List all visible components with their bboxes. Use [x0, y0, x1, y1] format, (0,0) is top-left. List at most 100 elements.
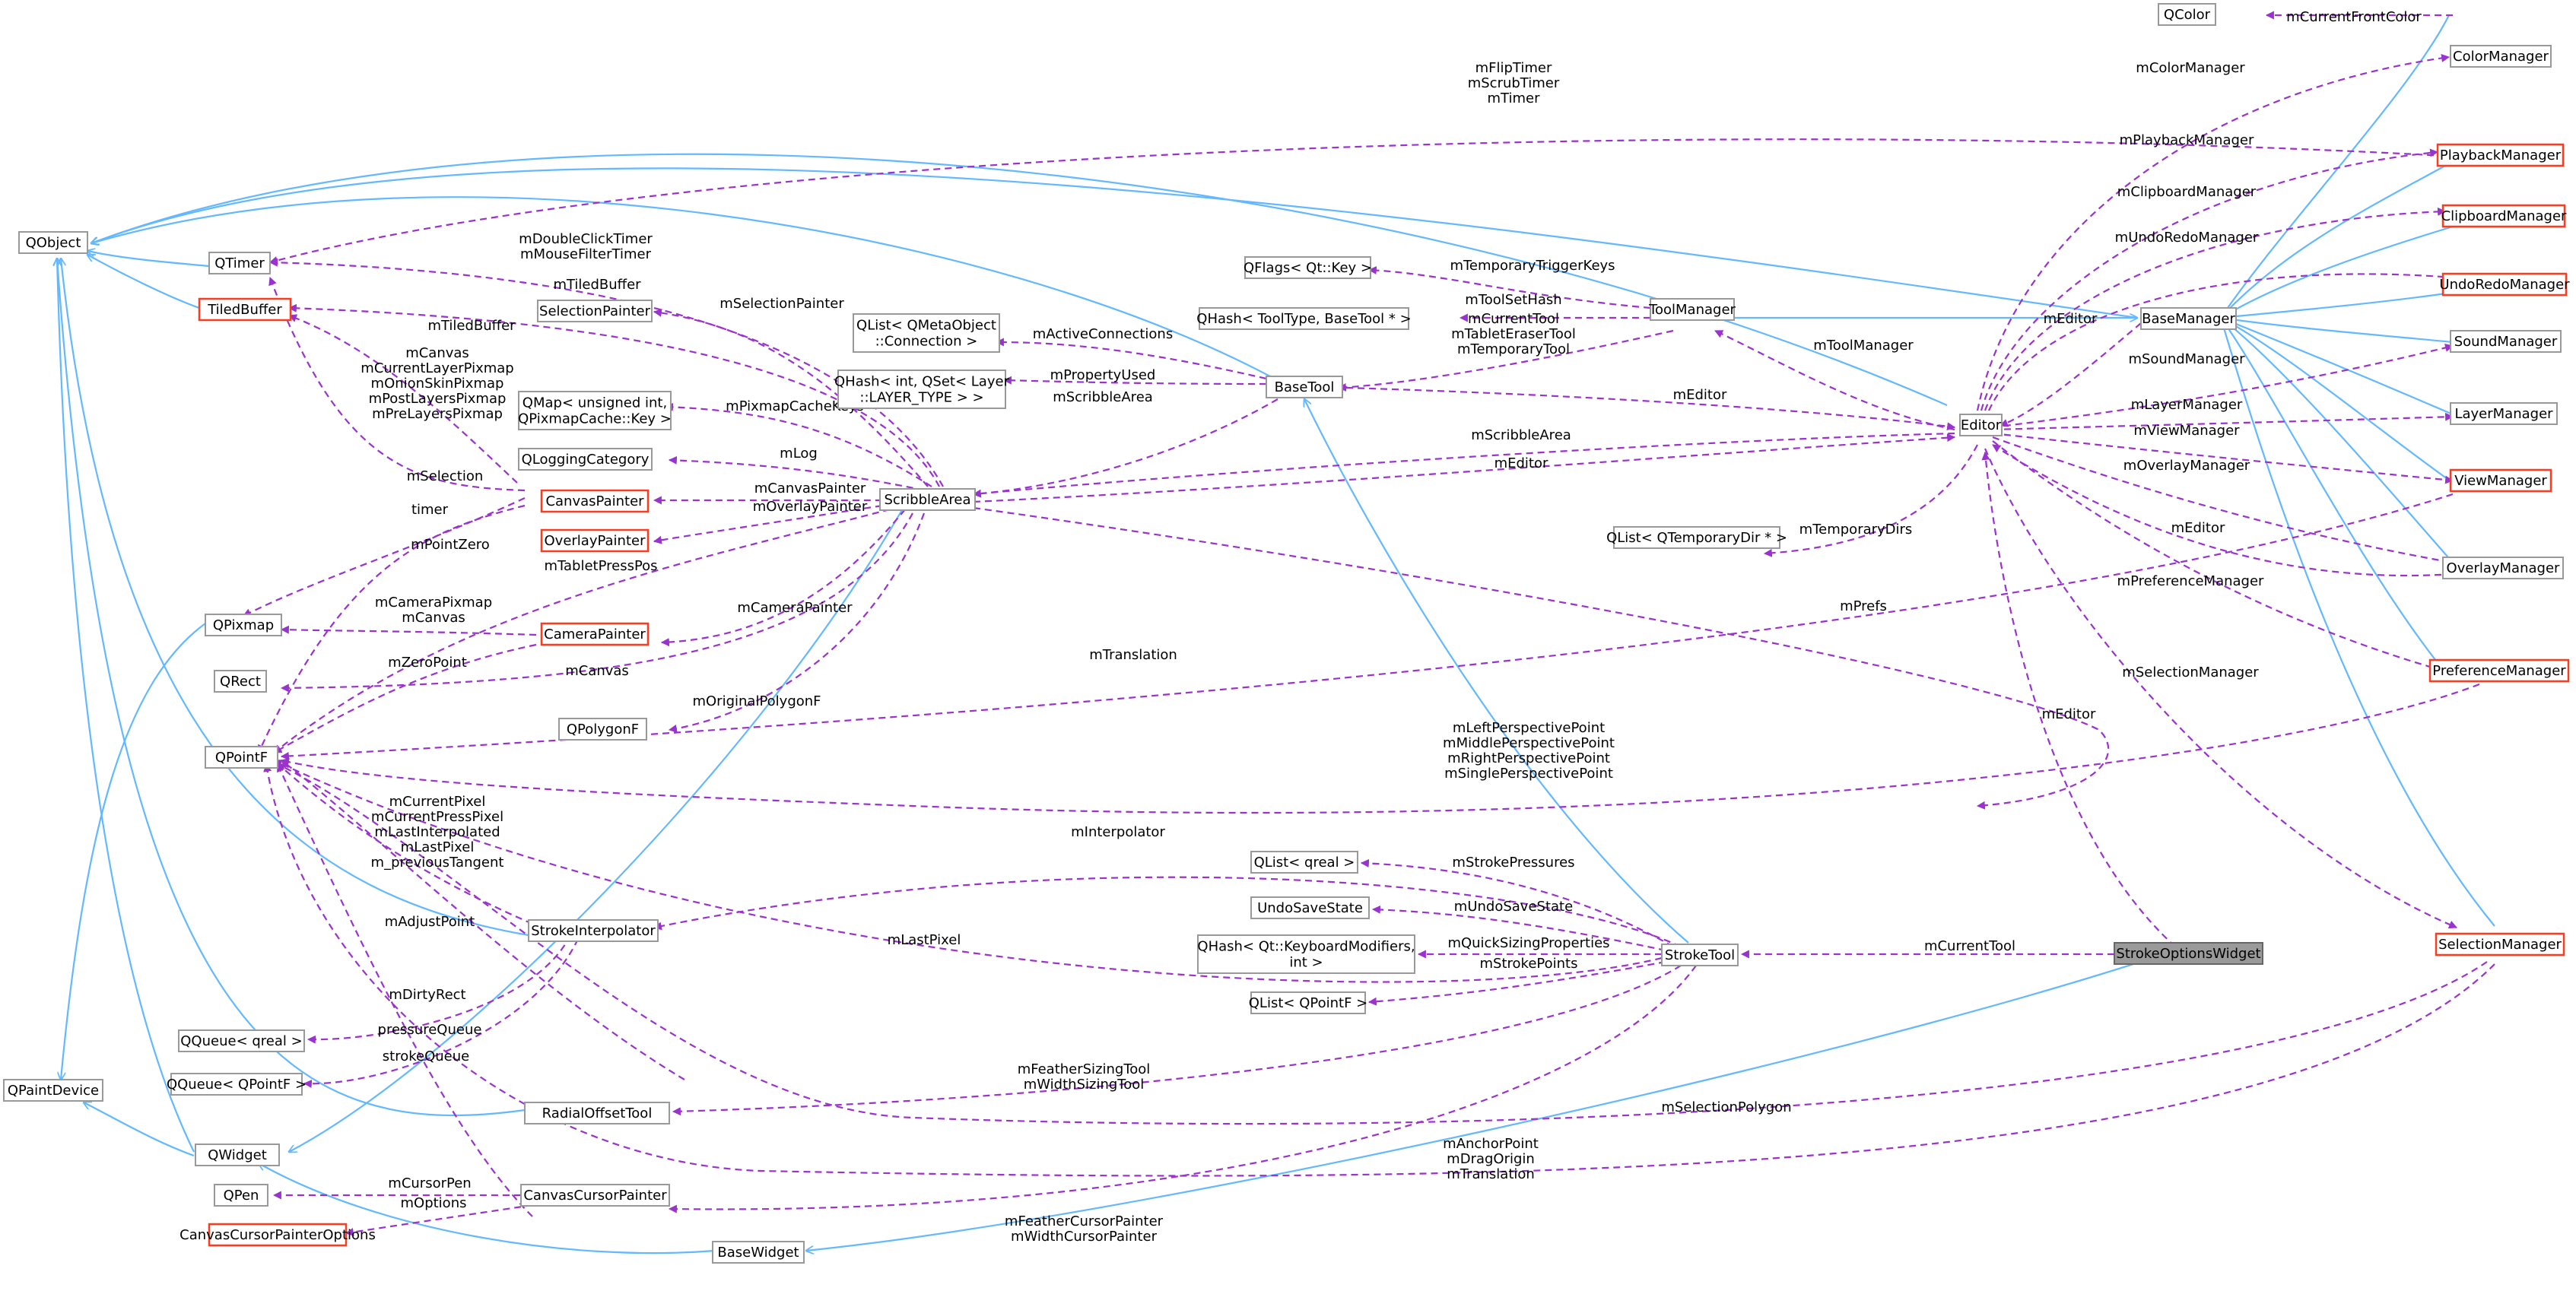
edge-label-line: mPreferenceManager — [2117, 573, 2265, 589]
node-qobject[interactable]: QObject — [18, 231, 88, 254]
edge-label-m-point-zero: mPointZero — [411, 537, 490, 553]
edge-label-pressure-queue: pressureQueue — [378, 1022, 482, 1038]
edge-label-line: mDirtyRect — [389, 987, 465, 1003]
node-canvas-painter[interactable]: CanvasPainter — [540, 489, 650, 513]
edge-playbackmanager-qtimer — [268, 138, 2446, 265]
edge-label-line: mSelection — [407, 468, 484, 484]
node-base-widget[interactable]: BaseWidget — [712, 1241, 805, 1264]
edge-label-line: mEditor — [2042, 706, 2096, 722]
edge-editor-scribblearea — [972, 432, 1955, 498]
node-qrect[interactable]: QRect — [214, 670, 267, 693]
node-color-manager[interactable]: ColorManager — [2450, 45, 2552, 68]
node-qpaint-device[interactable]: QPaintDevice — [3, 1079, 103, 1102]
node-label: QColor — [2164, 7, 2211, 23]
edge-label-m-editor-bm: mEditor — [2044, 311, 2098, 327]
node-radial-offset-tool[interactable]: RadialOffsetTool — [524, 1102, 670, 1124]
node-qhash-keyboard[interactable]: QHash< Qt::KeyboardModifiers,int > — [1197, 934, 1415, 974]
node-qwidget[interactable]: QWidget — [195, 1144, 280, 1166]
node-editor[interactable]: Editor — [1959, 414, 2003, 436]
edge-editor-preferencemanager — [1992, 440, 2439, 671]
node-qlist-qpoint-f[interactable]: QList< QPointF > — [1249, 991, 1367, 1014]
node-label: QPointF — [215, 750, 268, 766]
node-stroke-options-widget[interactable]: StrokeOptionsWidget — [2114, 942, 2263, 965]
node-stroke-interpolator[interactable]: StrokeInterpolator — [528, 919, 659, 942]
edge-label-line: mSelectionPolygon — [1661, 1099, 1791, 1115]
node-canvas-cursor-painter[interactable]: CanvasCursorPainter — [520, 1184, 670, 1207]
edge-label-m-editor-om: mEditor — [2171, 520, 2225, 536]
node-canvas-cursor-painter-options[interactable]: CanvasCursorPainterOptions — [179, 1223, 376, 1247]
node-selection-manager[interactable]: SelectionManager — [2435, 932, 2565, 956]
node-undo-redo-manager[interactable]: UndoRedoManager — [2439, 272, 2570, 297]
edge-label-line: mViewManager — [2133, 423, 2240, 439]
node-base-manager[interactable]: BaseManager — [2140, 307, 2237, 330]
node-box — [2449, 468, 2552, 493]
node-qhash-tool-type[interactable]: QHash< ToolType, BaseTool * > — [1196, 307, 1412, 330]
node-qtimer[interactable]: QTimer — [208, 252, 271, 274]
node-label: RadialOffsetTool — [542, 1105, 653, 1121]
node-overlay-painter[interactable]: OverlayPainter — [540, 528, 650, 553]
node-scribble-area[interactable]: ScribbleArea — [879, 488, 976, 511]
node-qpen[interactable]: QPen — [214, 1184, 268, 1207]
edge-qtimer-qobject — [87, 251, 210, 268]
node-overlay-manager[interactable]: OverlayManager — [2442, 557, 2564, 579]
edge-label-m-camera-painter: mCameraPainter — [737, 600, 853, 616]
node-base-tool[interactable]: BaseTool — [1266, 376, 1343, 398]
node-camera-painter[interactable]: CameraPainter — [540, 622, 650, 646]
node-label: QPixmapCache::Key > — [518, 411, 672, 427]
edge-camerapainter-qpointf — [273, 643, 537, 753]
edge-label-line: mLog — [780, 446, 818, 462]
node-qcolor[interactable]: QColor — [2158, 3, 2216, 26]
node-tool-manager[interactable]: ToolManager — [1648, 298, 1736, 321]
node-box — [1199, 307, 1409, 330]
node-view-manager[interactable]: ViewManager — [2449, 468, 2552, 493]
node-label: SoundManager — [2454, 334, 2558, 350]
node-selection-painter[interactable]: SelectionPainter — [537, 300, 653, 322]
edge-label-line: mClipboardManager — [2117, 184, 2257, 200]
node-qqueue-qreal[interactable]: QQueue< qreal > — [178, 1029, 305, 1052]
node-qlist-qreal[interactable]: QList< qreal > — [1250, 851, 1358, 874]
node-label: ScribbleArea — [884, 492, 970, 508]
node-layer-manager[interactable]: LayerManager — [2450, 402, 2558, 425]
node-preference-manager[interactable]: PreferenceManager — [2428, 658, 2570, 683]
node-label: PreferenceManager — [2432, 663, 2566, 679]
node-qhash-int-qset[interactable]: QHash< int, QSet< Layer::LAYER_TYPE > > — [834, 370, 1010, 409]
node-undo-save-state[interactable]: UndoSaveState — [1250, 896, 1370, 919]
node-box — [208, 252, 271, 274]
node-label: LayerManager — [2454, 406, 2553, 422]
node-box — [837, 370, 1006, 409]
node-box — [178, 1029, 305, 1052]
edge-radialoffsettool-qpointf — [281, 760, 685, 1080]
edge-label-line: mAdjustPoint — [385, 914, 475, 930]
node-tiled-buffer[interactable]: TiledBuffer — [198, 297, 292, 322]
edge-label-m-canvas: mCanvas — [565, 663, 629, 679]
node-box — [524, 1102, 670, 1124]
node-qmap-pixmap[interactable]: QMap< unsigned int,QPixmapCache::Key > — [518, 391, 672, 430]
edge-label-m-current-tool-sow: mCurrentTool — [1924, 938, 2015, 954]
node-qlist-qtemporary-dir[interactable]: QList< QTemporaryDir * > — [1606, 526, 1787, 549]
node-qpixmap[interactable]: QPixmap — [205, 614, 282, 636]
node-qlist-qmeta-object[interactable]: QList< QMetaObject::Connection > — [853, 313, 1000, 353]
node-qpoint-f[interactable]: QPointF — [205, 746, 278, 769]
edge-strokeinterpolator-qqueuepointf — [303, 938, 579, 1088]
edge-label-m-playback-manager: mPlaybackManager — [2120, 132, 2254, 148]
node-stroke-tool[interactable]: StrokeTool — [1661, 944, 1739, 966]
node-qflags[interactable]: QFlags< Qt::Key > — [1244, 256, 1372, 279]
node-label: PlaybackManager — [2440, 147, 2562, 163]
edge-label-m-last-pixel: mLastPixel — [888, 932, 961, 948]
node-qlogging-category[interactable]: QLoggingCategory — [518, 448, 653, 471]
node-qpolygon-f[interactable]: QPolygonF — [558, 718, 647, 741]
node-box — [879, 488, 976, 511]
node-label: QTimer — [214, 255, 265, 271]
edge-label-m-translation1: mTranslation — [1089, 647, 1177, 663]
node-qqueue-qpoint-f[interactable]: QQueue< QPointF > — [167, 1073, 307, 1096]
node-box — [2140, 307, 2237, 330]
edge-editor-qlisttemporarydir — [1763, 444, 1978, 557]
node-box — [528, 919, 659, 942]
node-box — [540, 489, 650, 513]
node-playback-manager[interactable]: PlaybackManager — [2436, 143, 2565, 167]
node-sound-manager[interactable]: SoundManager — [2450, 330, 2562, 353]
edge-label-line: mFeatherCursorPainter — [1005, 1213, 1164, 1229]
node-clipboard-manager[interactable]: ClipboardManager — [2441, 204, 2567, 228]
